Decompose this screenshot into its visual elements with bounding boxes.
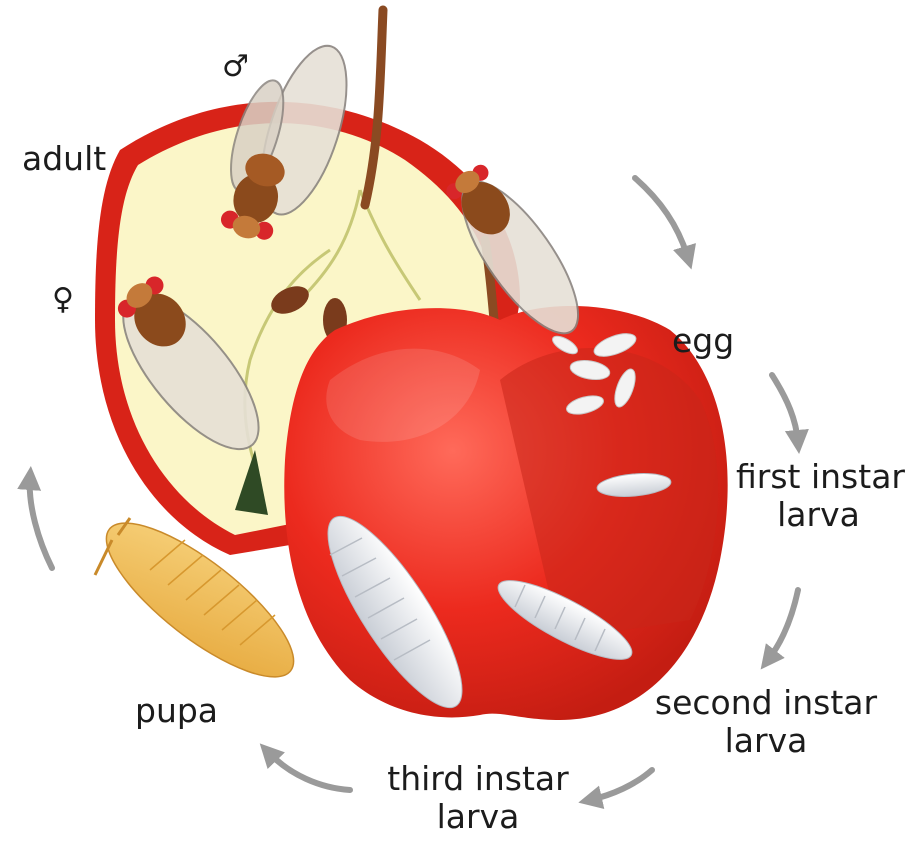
cycle-arrow-icon [768,590,798,660]
label-third-instar-line2: larva [378,798,578,836]
label-first-instar-line1: first instar [736,458,901,496]
label-third-instar-line1: third instar [378,760,578,798]
whole-apple [284,306,727,720]
female-symbol-icon: ♀ [52,285,74,315]
label-first-instar: first instar larva [736,458,901,534]
cycle-arrow-icon [772,375,798,442]
cycle-arrow-icon [590,770,652,800]
label-second-instar: second instar larva [651,684,881,760]
label-second-instar-line1: second instar [651,684,881,722]
cycle-arrow-icon [30,478,52,568]
label-first-instar-line2: larva [736,496,901,534]
label-egg: egg [672,322,734,360]
cycle-arrow-icon [635,178,688,258]
label-second-instar-line2: larva [651,722,881,760]
label-pupa: pupa [135,692,218,730]
male-symbol-icon: ♂ [222,52,249,82]
cycle-arrow-icon [268,752,350,790]
label-third-instar: third instar larva [378,760,578,836]
label-adult: adult [22,140,106,178]
